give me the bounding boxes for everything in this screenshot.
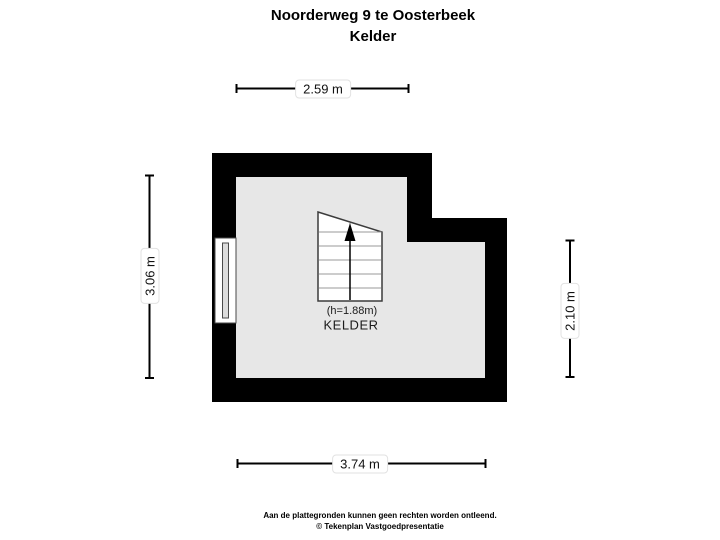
title-address: Noorderweg 9 te Oosterbeek: [270, 7, 476, 24]
staircase-symbol: [317, 210, 383, 302]
title-floor: Kelder: [349, 28, 397, 45]
dimension-label-bottom: 3.74 m: [332, 454, 388, 473]
stair-arrow-head: [344, 223, 356, 241]
ceiling-height-label: (h=1.88m): [326, 305, 378, 317]
dimension-label-top: 2.59 m: [295, 79, 351, 98]
room-name-label: KELDER: [323, 317, 379, 333]
footer-copyright: © Tekenplan Vastgoedpresentatie: [316, 522, 444, 531]
dimension-label-right: 2.10 m: [560, 283, 580, 339]
footer-disclaimer: Aan de plattegronden kunnen geen rechten…: [263, 511, 497, 520]
window-symbol: [214, 237, 237, 324]
window-glass-pane: [222, 242, 229, 319]
page-title: Noorderweg 9 te Oosterbeek Kelder: [271, 5, 475, 47]
footer: Aan de plattegronden kunnen geen rechten…: [263, 510, 496, 532]
dimension-label-left: 3.06 m: [140, 247, 159, 304]
stair-up-arrow-icon: [344, 223, 356, 300]
